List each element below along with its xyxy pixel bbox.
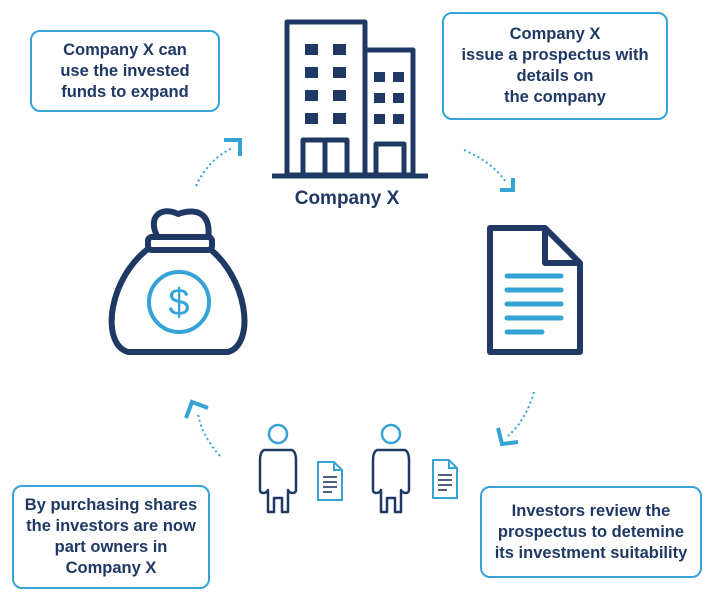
svg-text:$: $: [168, 282, 189, 324]
callout-review: Investors review the prospectus to detem…: [480, 486, 702, 578]
company-label: Company X: [294, 188, 400, 209]
callout-line: Company X: [65, 559, 157, 577]
callout-line: By purchasing shares: [24, 496, 198, 514]
small-document-icon: [317, 461, 343, 501]
office-building-icon: [272, 19, 428, 179]
callout-line: use the invested: [60, 61, 190, 80]
callout-expand: Company X can use the invested funds to …: [30, 30, 220, 112]
callout-owners: By purchasing shares the investors are n…: [12, 485, 210, 589]
cycle-arrow-icon: [195, 138, 242, 187]
cycle-arrow-icon: [463, 149, 515, 192]
callout-line: Investors review the: [511, 501, 671, 520]
money-bag-icon: $: [108, 208, 248, 355]
callout-prospectus: Company X issue a prospectus with detail…: [442, 12, 668, 120]
callout-line: its investment suitability: [494, 543, 688, 562]
callout-line: prospectus to detemine: [497, 522, 685, 541]
callout-line: Company X can: [63, 40, 187, 59]
callout-line: issue a prospectus with: [461, 46, 649, 64]
cycle-arrow-icon: [496, 391, 535, 447]
cycle-arrow-icon: [184, 399, 221, 457]
callout-line: the investors are now: [26, 517, 196, 535]
callout-line: funds to expand: [61, 82, 189, 101]
investor-icon: [371, 423, 411, 514]
callout-line: the company: [504, 88, 606, 106]
document-icon: [487, 225, 583, 355]
callout-line: Company X: [509, 25, 601, 43]
callout-line: part owners in: [54, 538, 168, 556]
small-document-icon: [432, 459, 458, 499]
callout-line: details on: [516, 67, 594, 85]
investor-icon: [258, 423, 298, 514]
